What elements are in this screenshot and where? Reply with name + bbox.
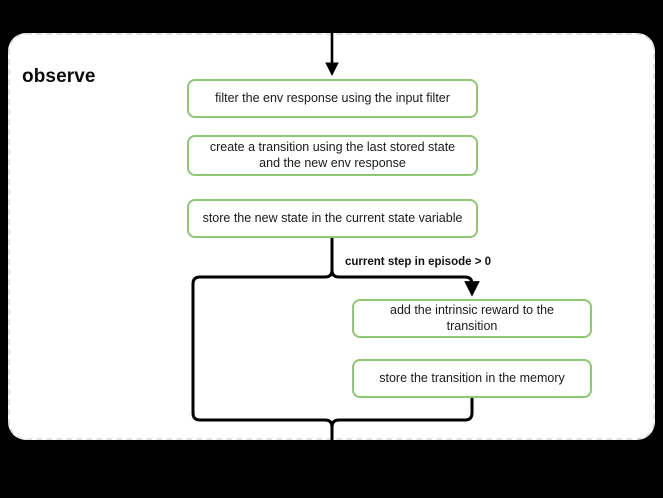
edge-label-condition: current step in episode > 0 [345,256,492,268]
node-add-intrinsic-reward[interactable]: add the intrinsic reward to the transiti… [352,299,592,338]
node-create-transition[interactable]: create a transition using the last store… [187,135,478,176]
page-title: observe [22,66,96,87]
node-store-new-state[interactable]: store the new state in the current state… [187,199,478,238]
node-filter-env-response[interactable]: filter the env response using the input … [187,79,478,118]
node-store-transition-memory[interactable]: store the transition in the memory [352,359,592,398]
